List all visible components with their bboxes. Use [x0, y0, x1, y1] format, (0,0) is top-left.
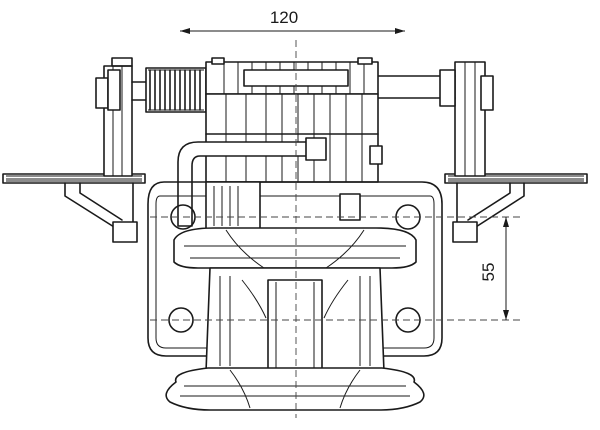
jaw-saddle	[173, 227, 417, 269]
jaw-right-lug	[357, 57, 373, 65]
body-side-lines	[219, 276, 371, 366]
dimension-arrow-left	[180, 28, 190, 34]
bottom-flange	[165, 367, 425, 411]
right-frame-post	[454, 61, 486, 177]
right-bracket-foot	[452, 221, 478, 243]
jaw-side-tab	[369, 145, 383, 165]
dimension-label-horizontal: 120	[270, 8, 298, 27]
right-foot-plate	[444, 173, 588, 243]
dimension-horizontal: 120	[180, 8, 405, 34]
saddle-outline	[173, 227, 417, 269]
right-side-frame	[377, 61, 494, 177]
left-bolt-cap	[111, 57, 133, 67]
jaw-assembly	[205, 57, 383, 183]
housing-outline	[147, 181, 443, 357]
center-pin-edges	[275, 282, 315, 370]
saddle-flare-lines	[225, 229, 365, 269]
right-bolt-head	[439, 69, 456, 107]
spring-coil-edges	[148, 69, 204, 111]
housing-left-block	[205, 181, 261, 231]
left-foot-plate	[2, 173, 146, 243]
handle-end-cap	[305, 137, 327, 161]
flange-ribs	[229, 369, 361, 409]
spring	[145, 67, 207, 113]
dimension-arrow-right	[395, 28, 405, 34]
center-pin	[267, 279, 323, 373]
dimension-arrow-bottom	[503, 310, 509, 320]
housing-right-block	[339, 193, 361, 221]
left-side-frame	[95, 57, 147, 177]
right-bracket-rib	[467, 182, 511, 221]
saddle-contours	[184, 245, 406, 259]
flange-contours	[180, 385, 410, 397]
housing-inner-outline	[155, 195, 435, 349]
jaw-left-lug	[211, 57, 225, 65]
mounting-hole-bottom-left	[168, 307, 194, 333]
flange-outline	[165, 367, 425, 411]
jaw-body	[205, 93, 379, 183]
left-nut	[95, 77, 109, 109]
left-bracket-rib	[79, 182, 123, 221]
left-bolt-head	[107, 69, 121, 111]
centerlines	[150, 40, 520, 418]
housing-left-block-lines	[213, 186, 239, 226]
dimension-arrow-top	[503, 217, 509, 227]
spring-coils	[149, 69, 201, 111]
release-handle	[177, 137, 327, 227]
right-nut	[480, 75, 494, 111]
dimension-label-vertical: 55	[479, 263, 498, 282]
body-flare-lines	[241, 279, 349, 319]
dimension-vertical: 55	[479, 217, 509, 320]
left-bracket-foot	[112, 221, 138, 243]
